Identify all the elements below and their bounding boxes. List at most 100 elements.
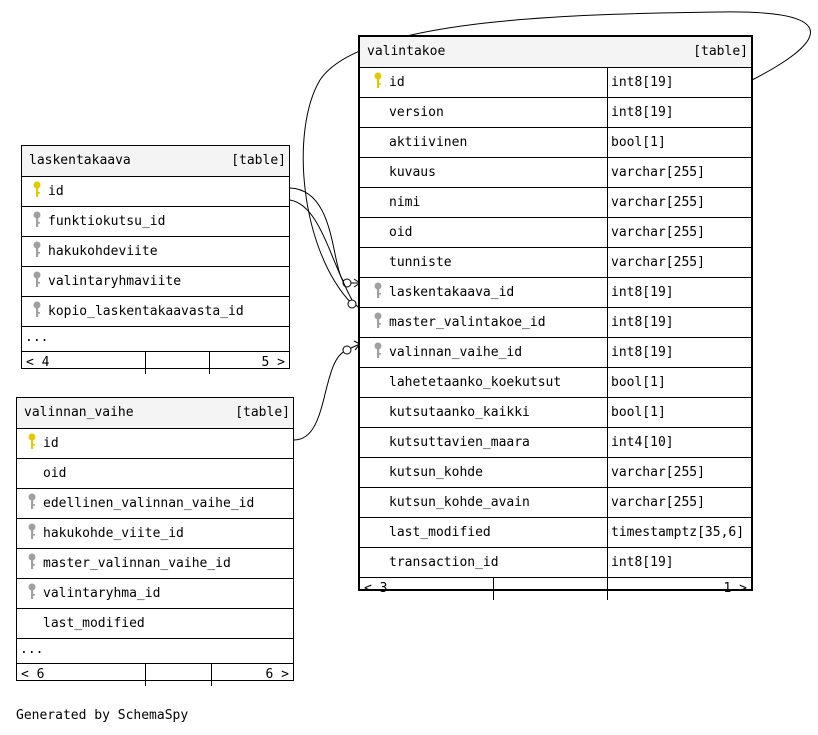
column-row[interactable]: edellinen_valinnan_vaihe_id	[17, 489, 293, 519]
column-row[interactable]: aktiivinen bool[1]	[360, 128, 751, 158]
table-name: valinnan_vaihe	[24, 405, 134, 420]
column-type: varchar[255]	[607, 248, 751, 277]
column-row[interactable]: last_modified timestamptz[35,6]	[360, 518, 751, 548]
column-type: int8[19]	[607, 278, 751, 307]
table-valinnan-vaihe[interactable]: valinnan_vaihe [table] id oid edellinen_va…	[16, 397, 294, 686]
column-name: last_modified	[389, 525, 491, 540]
table-footer: < 3 1 >	[360, 578, 751, 600]
children-count: 1 >	[723, 581, 747, 596]
column-row[interactable]: id	[22, 177, 289, 207]
column-type: varchar[255]	[607, 488, 751, 517]
column-type: int4[10]	[607, 428, 751, 457]
column-row[interactable]: kutsuttavien_maara int4[10]	[360, 428, 751, 458]
column-row[interactable]: hakukohdeviite	[22, 237, 289, 267]
column-name: kuvaus	[389, 165, 436, 180]
column-row[interactable]: id	[17, 429, 293, 459]
table-header: valinnan_vaihe [table]	[17, 398, 293, 429]
column-type: varchar[255]	[607, 188, 751, 217]
column-row[interactable]: oid	[17, 459, 293, 489]
column-row[interactable]: funktiokutsu_id	[22, 207, 289, 237]
column-name: last_modified	[43, 616, 145, 631]
more-columns: ...	[17, 639, 293, 664]
primary-key-icon	[373, 71, 383, 91]
column-name: funktiokutsu_id	[48, 214, 166, 229]
table-kind: [table]	[693, 44, 748, 59]
column-name: hakukohde_viite_id	[43, 526, 184, 541]
column-name: kopio_laskentakaavasta_id	[48, 304, 244, 319]
column-name: kutsuttavien_maara	[389, 435, 530, 450]
column-row[interactable]: master_valinnan_vaihe_id	[17, 549, 293, 579]
column-name: aktiivinen	[389, 135, 468, 150]
column-row[interactable]: kopio_laskentakaavasta_id	[22, 297, 289, 327]
column-row[interactable]: lahetetaanko_koekutsut bool[1]	[360, 368, 751, 398]
parents-count: < 6	[21, 667, 45, 682]
table-footer: < 6 6 >	[17, 664, 293, 686]
column-type: varchar[255]	[607, 218, 751, 247]
foreign-key-icon	[373, 311, 383, 331]
column-name: edellinen_valinnan_vaihe_id	[43, 496, 255, 511]
column-row[interactable]: kutsun_kohde_avain varchar[255]	[360, 488, 751, 518]
column-name: laskentakaava_id	[389, 285, 515, 300]
column-name: version	[389, 105, 444, 120]
table-footer: < 4 5 >	[22, 352, 289, 374]
children-count: 6 >	[265, 667, 289, 682]
column-name: id	[48, 184, 64, 199]
column-name: lahetetaanko_koekutsut	[389, 375, 562, 390]
relation-laskentakaava	[289, 187, 348, 284]
foreign-key-icon	[32, 300, 42, 320]
column-row[interactable]: version int8[19]	[360, 98, 751, 128]
column-name: valintaryhma_id	[43, 586, 161, 601]
column-name: valinnan_vaihe_id	[389, 345, 523, 360]
foreign-key-icon	[32, 210, 42, 230]
foreign-key-icon	[27, 552, 37, 572]
column-type: varchar[255]	[607, 158, 751, 187]
column-name: id	[389, 75, 405, 90]
column-row[interactable]: valintaryhmaviite	[22, 267, 289, 297]
column-row[interactable]: kuvaus varchar[255]	[360, 158, 751, 188]
column-name: oid	[389, 225, 413, 240]
relation-valinnan-vaihe	[293, 349, 348, 441]
foreign-key-icon	[27, 492, 37, 512]
column-row[interactable]: laskentakaava_id int8[19]	[360, 278, 751, 308]
column-type: bool[1]	[607, 128, 751, 157]
column-name: hakukohdeviite	[48, 244, 158, 259]
column-name: oid	[43, 466, 67, 481]
column-type: timestamptz[35,6]	[607, 518, 751, 547]
children-count: 5 >	[261, 355, 285, 370]
column-row[interactable]: valintaryhma_id	[17, 579, 293, 609]
primary-key-icon	[32, 180, 42, 200]
relation-self-master	[302, 11, 811, 305]
column-name: tunniste	[389, 255, 452, 270]
foreign-key-icon	[32, 240, 42, 260]
column-type: int8[19]	[607, 548, 751, 577]
column-type: int8[19]	[607, 98, 751, 127]
column-name: kutsun_kohde_avain	[389, 495, 530, 510]
column-row[interactable]: nimi varchar[255]	[360, 188, 751, 218]
column-name: nimi	[389, 195, 421, 210]
column-name: master_valinnan_vaihe_id	[43, 556, 231, 571]
parents-count: < 3	[364, 581, 388, 596]
parents-count: < 4	[26, 355, 50, 370]
column-type: bool[1]	[607, 398, 751, 427]
foreign-key-icon	[32, 270, 42, 290]
table-header: laskentakaava [table]	[22, 146, 289, 177]
column-row[interactable]: hakukohde_viite_id	[17, 519, 293, 549]
column-name: valintaryhmaviite	[48, 274, 182, 289]
column-type: bool[1]	[607, 368, 751, 397]
table-kind: [table]	[235, 405, 290, 420]
column-row[interactable]: oid varchar[255]	[360, 218, 751, 248]
column-row[interactable]: tunniste varchar[255]	[360, 248, 751, 278]
generated-by-caption: Generated by SchemaSpy	[16, 708, 189, 723]
table-header: valintakoe [table]	[360, 37, 751, 68]
column-name: kutsun_kohde	[389, 465, 483, 480]
column-row[interactable]: last_modified	[17, 609, 293, 639]
